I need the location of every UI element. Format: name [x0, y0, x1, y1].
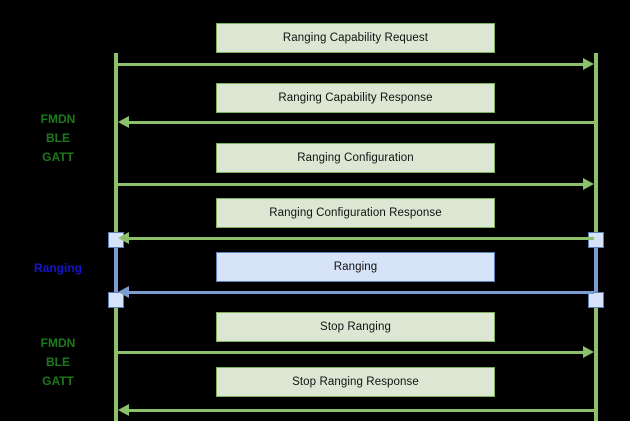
arrow-head — [118, 116, 129, 128]
arrow-head — [583, 346, 594, 358]
phase-label-ranging: Ranging — [18, 259, 98, 278]
protocol-label-bottom: FMDN BLE GATT — [18, 334, 98, 391]
arrow-head — [583, 178, 594, 190]
protocol-label-bottom-line-3: GATT — [42, 374, 74, 388]
protocol-label-top: FMDN BLE GATT — [18, 110, 98, 167]
message-arrow-2-left — [118, 116, 594, 128]
message-box-6: Stop Ranging — [216, 312, 495, 342]
arrow-shaft — [129, 291, 594, 294]
arrow-shaft — [118, 183, 583, 186]
arrow-head — [118, 232, 129, 244]
protocol-label-top-line-1: FMDN — [40, 112, 76, 126]
right-activation-bar — [594, 240, 598, 300]
protocol-label-top-line-3: GATT — [42, 150, 74, 164]
protocol-label-bottom-line-2: BLE — [46, 355, 70, 369]
phase-label-ranging-line-1: Ranging — [34, 261, 82, 275]
message-box-2: Ranging Capability Response — [216, 83, 495, 113]
message-arrow-3-right — [118, 178, 594, 190]
arrow-shaft — [118, 351, 583, 354]
message-arrow-4-left — [118, 232, 594, 244]
message-box-7: Stop Ranging Response — [216, 367, 495, 397]
message-arrow-1-right — [118, 58, 594, 70]
arrow-shaft — [129, 409, 594, 412]
message-arrow-5-left — [118, 286, 594, 298]
message-box-3: Ranging Configuration — [216, 143, 495, 173]
protocol-label-bottom-line-1: FMDN — [40, 336, 76, 350]
arrow-shaft — [129, 237, 594, 240]
right-activation-start-marker — [588, 232, 604, 248]
arrow-head — [118, 404, 129, 416]
arrow-head — [118, 286, 129, 298]
message-box-4: Ranging Configuration Response — [216, 198, 495, 228]
arrow-shaft — [129, 121, 594, 124]
message-arrow-7-left — [118, 404, 594, 416]
message-box-5: Ranging — [216, 252, 495, 282]
message-box-1: Ranging Capability Request — [216, 23, 495, 53]
arrow-shaft — [118, 63, 583, 66]
left-activation-bar — [114, 240, 118, 300]
message-arrow-6-right — [118, 346, 594, 358]
arrow-head — [583, 58, 594, 70]
protocol-label-top-line-2: BLE — [46, 131, 70, 145]
right-activation-end-marker — [588, 292, 604, 308]
